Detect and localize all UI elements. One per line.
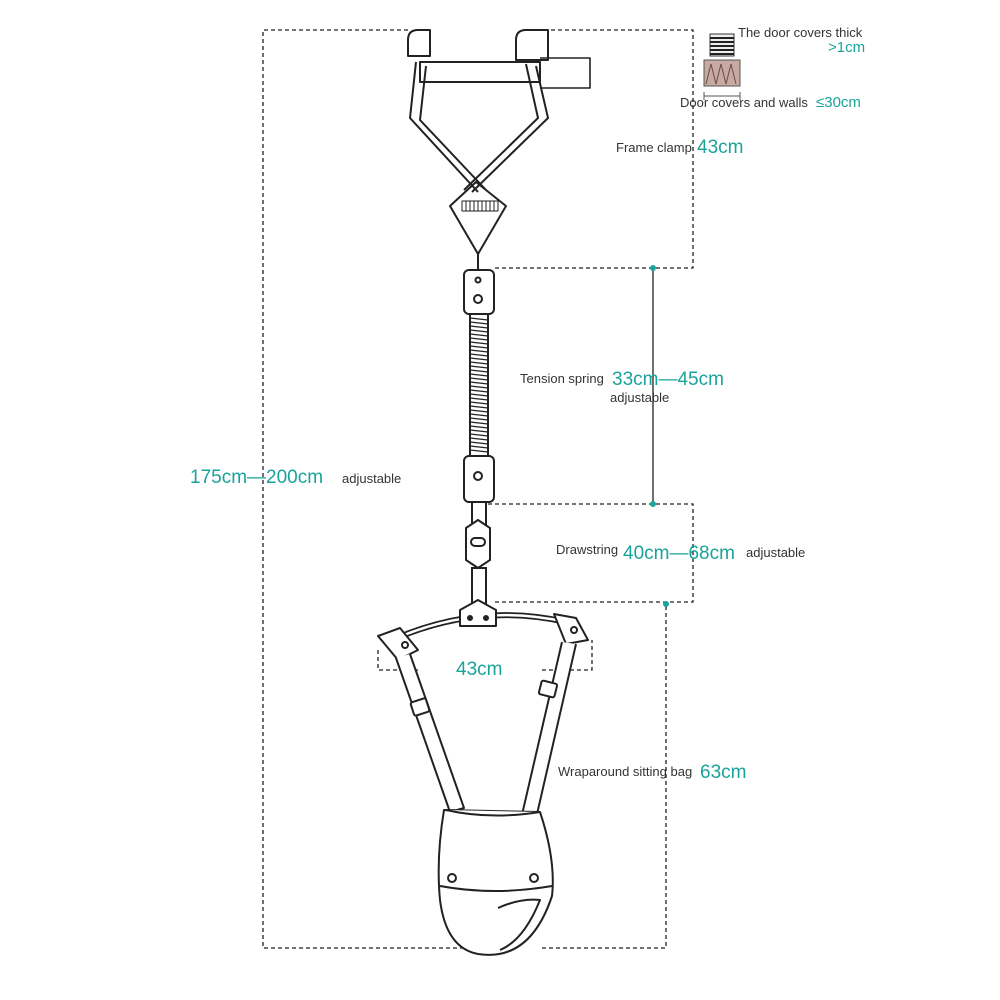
sitting-bag-value: 63cm	[700, 762, 747, 783]
door-cover-inset	[703, 33, 741, 100]
door-thickness-value: >1cm	[828, 39, 866, 56]
door-gap-label: Door covers and walls	[680, 95, 808, 110]
tension-spring-label: Tension spring	[520, 371, 604, 386]
tension-spring-value: 33cm—45cm	[612, 369, 724, 390]
drawstring-drawing	[465, 501, 491, 605]
drawstring-value: 40cm—68cm	[623, 543, 735, 564]
door-gap-value: ≤30cm	[816, 94, 861, 111]
sitting-bag-label: Wraparound sitting bag	[558, 764, 693, 779]
frame-clamp-bracket	[495, 29, 694, 269]
door-thickness-label: The door covers thick	[738, 25, 863, 40]
seat-drawing	[377, 599, 589, 956]
drawstring-bracket	[488, 503, 694, 603]
tension-spring-note: adjustable	[610, 390, 670, 405]
seat-width-value: 43cm	[456, 659, 503, 680]
tension-spring-drawing	[463, 269, 495, 503]
total-height-bracket	[262, 29, 478, 949]
drawstring-label: Drawstring	[556, 542, 619, 557]
total-height-note: adjustable	[342, 471, 402, 486]
total-height-value: 175cm—200cm	[190, 467, 324, 488]
frame-clamp-value: 43cm	[697, 137, 744, 158]
sitting-bag-bracket	[542, 604, 667, 949]
frame-clamp-drawing	[407, 29, 591, 272]
tension-spring-dimension	[650, 265, 669, 607]
frame-clamp-label: Frame clamp	[616, 140, 692, 155]
drawstring-note: adjustable	[746, 545, 806, 560]
